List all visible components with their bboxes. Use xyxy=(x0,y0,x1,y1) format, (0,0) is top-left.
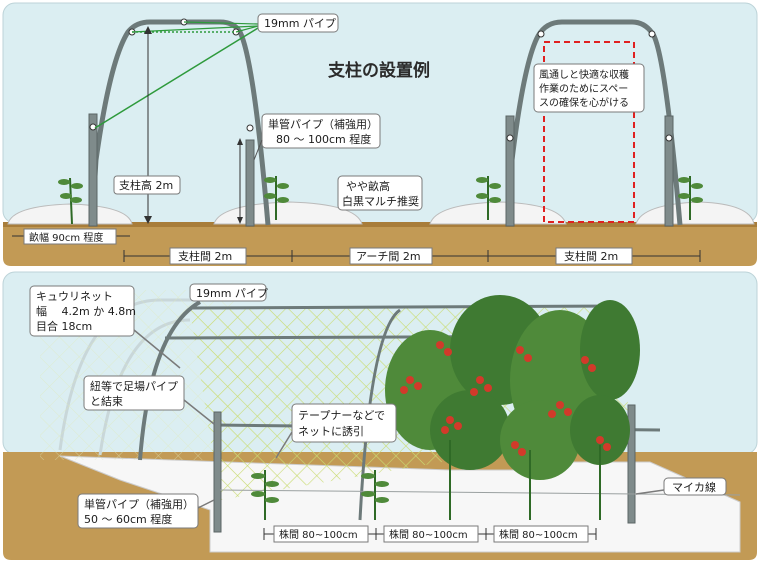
arch-pipe-2 xyxy=(505,19,683,226)
ridge-width-label: 畝幅 90cm 程度 xyxy=(29,231,103,244)
tape-note-2: ネットに誘引 xyxy=(298,424,364,438)
space-note-1: 風通しと快適な収穫 xyxy=(539,68,629,81)
plant-top-2 xyxy=(264,176,289,220)
ridge-mound-3 xyxy=(429,201,567,225)
top-panel: 支柱の設置例 19mm パイプ 単管パイプ（補強用） 80 ～ 100cm 程度… xyxy=(2,2,758,266)
pipe-19mm-label-top: 19mm パイプ xyxy=(264,17,336,30)
working-space-zone xyxy=(543,41,635,223)
diagram-title: 支柱の設置例 xyxy=(328,60,430,81)
ridge-label-1: やや畝高 xyxy=(346,179,390,193)
tape-note-1: テープナーなどで xyxy=(298,409,385,422)
ridge-label-2: 白黒マルチ推奨 xyxy=(342,194,419,208)
post-height-label: 支柱高 2m xyxy=(119,178,173,192)
mica-line-label: マイカ線 xyxy=(672,480,716,494)
single-pipe-post-bottom-1 xyxy=(213,411,222,533)
single-pipe-label-bottom-2: 50 ～ 60cm 程度 xyxy=(84,512,172,526)
net-label-2: 幅 4.2m か 4.8m xyxy=(36,305,136,318)
space-note-3: スの確保を心がける xyxy=(539,96,629,109)
single-pipe-post-3 xyxy=(505,115,515,227)
plant-bottom-2 xyxy=(361,470,389,520)
single-pipe-label-bottom-1: 単管パイプ（補強用） xyxy=(84,497,194,511)
space-note-2: 作業のためにスペー xyxy=(539,82,628,95)
spacing-label-2: アーチ間 2m xyxy=(356,250,421,263)
horizontal-pipe-top xyxy=(189,304,621,310)
plant-spacing-label-3: 株間 80~100cm xyxy=(499,528,578,541)
single-pipe-label-top-1: 単管パイプ（補強用） xyxy=(268,117,378,131)
tie-note-2: と結束 xyxy=(90,394,123,408)
spacing-label-1: 支柱間 2m xyxy=(178,249,232,263)
pipe-19mm-label-bottom: 19mm パイプ xyxy=(196,287,268,300)
plant-spacing-label-2: 株間 80~100cm xyxy=(389,528,468,541)
arch-pipe-1 xyxy=(89,19,271,226)
plant-top-3 xyxy=(476,176,501,220)
mica-line xyxy=(219,489,741,496)
plant-top-1 xyxy=(58,177,83,225)
single-pipe-post-4 xyxy=(664,115,674,227)
plant-bottom-1 xyxy=(251,470,279,520)
single-pipe-post-1 xyxy=(88,113,98,227)
bottom-panel: キュウリネット 幅 4.2m か 4.8m 目合 18cm 19mm パイプ 紐… xyxy=(2,271,758,560)
single-pipe-post-2 xyxy=(245,139,255,227)
tomato-plants xyxy=(385,295,640,520)
tie-note-1: 紐等で足場パイプ xyxy=(90,379,178,393)
net-label-1: キュウリネット xyxy=(36,290,113,303)
plant-spacing-label-1: 株間 80~100cm xyxy=(279,528,358,541)
net-label-3: 目合 18cm xyxy=(36,319,92,333)
spacing-label-3: 支柱間 2m xyxy=(564,249,618,263)
ridge-mound-1 xyxy=(7,203,133,225)
arch-pipe-bottom xyxy=(138,300,201,461)
single-pipe-label-top-2: 80 ～ 100cm 程度 xyxy=(276,132,371,146)
single-pipe-post-bottom-2 xyxy=(627,404,636,524)
plant-top-4 xyxy=(678,176,703,220)
